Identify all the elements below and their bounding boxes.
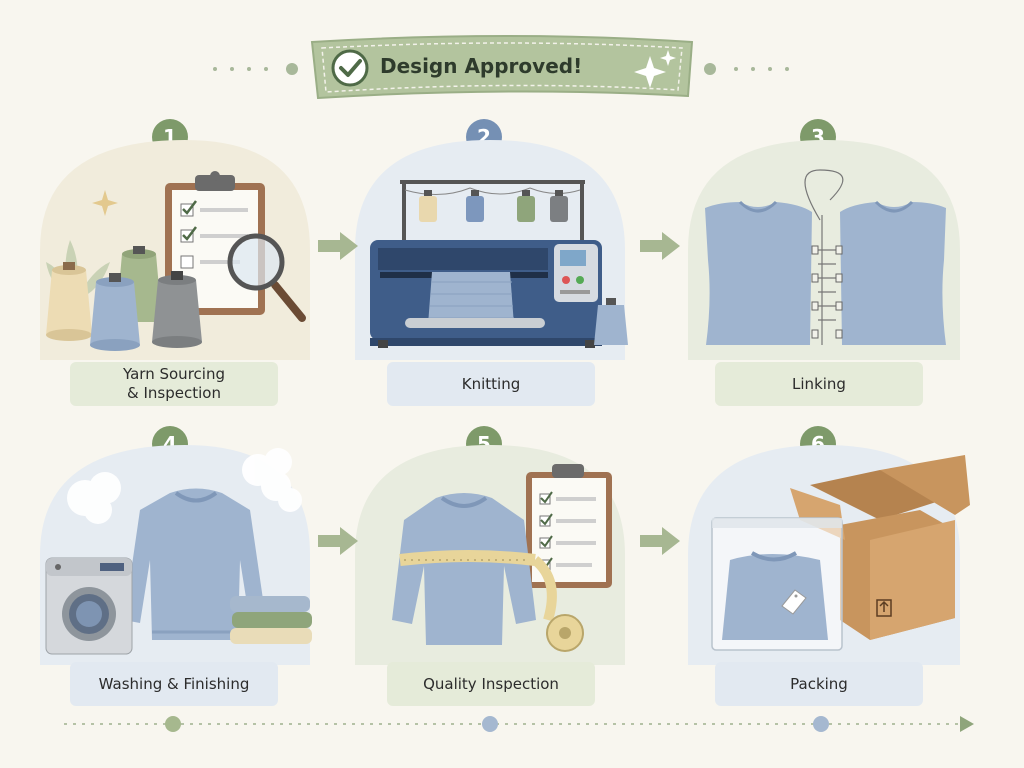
header-banner: Design Approved! xyxy=(0,0,1024,120)
timeline-arrowhead-icon xyxy=(960,716,974,732)
steam-cloud-right-icon xyxy=(242,448,302,512)
bottom-timeline xyxy=(64,716,974,732)
steam-cloud-left-icon xyxy=(67,472,121,524)
clipboard-icon xyxy=(526,464,612,588)
step-2-label: Knitting xyxy=(387,362,595,406)
step-5-label: Quality Inspection xyxy=(387,662,595,706)
knitting-machine-icon xyxy=(370,180,628,348)
banner-graphic xyxy=(213,35,789,100)
arrow-right-icon xyxy=(640,527,680,555)
plastic-bag-icon xyxy=(711,517,843,651)
yarn-cone-blue-icon xyxy=(594,298,628,345)
arrow-right-icon xyxy=(318,527,358,555)
hang-tag-icon xyxy=(781,589,807,615)
timeline-dot xyxy=(165,716,181,732)
washing-machine-icon xyxy=(45,557,133,655)
banner-ribbon xyxy=(310,35,694,100)
step-6-label: Packing xyxy=(715,662,923,706)
sparkle-icon xyxy=(92,190,118,216)
folded-clothes-stack-icon xyxy=(230,596,312,644)
spool-cream-icon xyxy=(419,190,437,222)
check-circle-icon xyxy=(331,49,369,87)
spool-blue-icon xyxy=(466,190,484,222)
linking-clips-icon xyxy=(811,245,843,339)
arrow-right-icon xyxy=(640,232,680,260)
step-3-label: Linking xyxy=(715,362,923,406)
timeline-dot xyxy=(813,716,829,732)
sweater-panel-left-icon xyxy=(705,200,812,345)
step-4-label: Washing & Finishing xyxy=(70,662,278,706)
linking-thread-icon xyxy=(804,169,844,345)
yarn-cone-blue-icon xyxy=(90,273,140,351)
sweater-icon xyxy=(392,493,536,645)
step-1-label: Yarn Sourcing & Inspection xyxy=(70,362,278,406)
magnifying-glass-icon xyxy=(227,233,306,322)
banner-dotted-line-right xyxy=(704,63,789,75)
spool-green-icon xyxy=(517,190,535,222)
yarn-cone-cream-icon xyxy=(46,262,92,341)
yarn-cone-gray-icon xyxy=(152,271,202,348)
measuring-tape-icon xyxy=(399,550,584,652)
banner-dotted-line-left xyxy=(213,63,298,75)
spool-gray-icon xyxy=(550,190,568,222)
timeline-dot xyxy=(482,716,498,732)
banner-title: Design Approved! xyxy=(380,54,583,78)
sweater-panel-right-icon xyxy=(840,200,946,345)
arrow-right-icon xyxy=(318,232,358,260)
illustrations xyxy=(40,140,970,665)
sparkle-icon xyxy=(634,50,676,88)
